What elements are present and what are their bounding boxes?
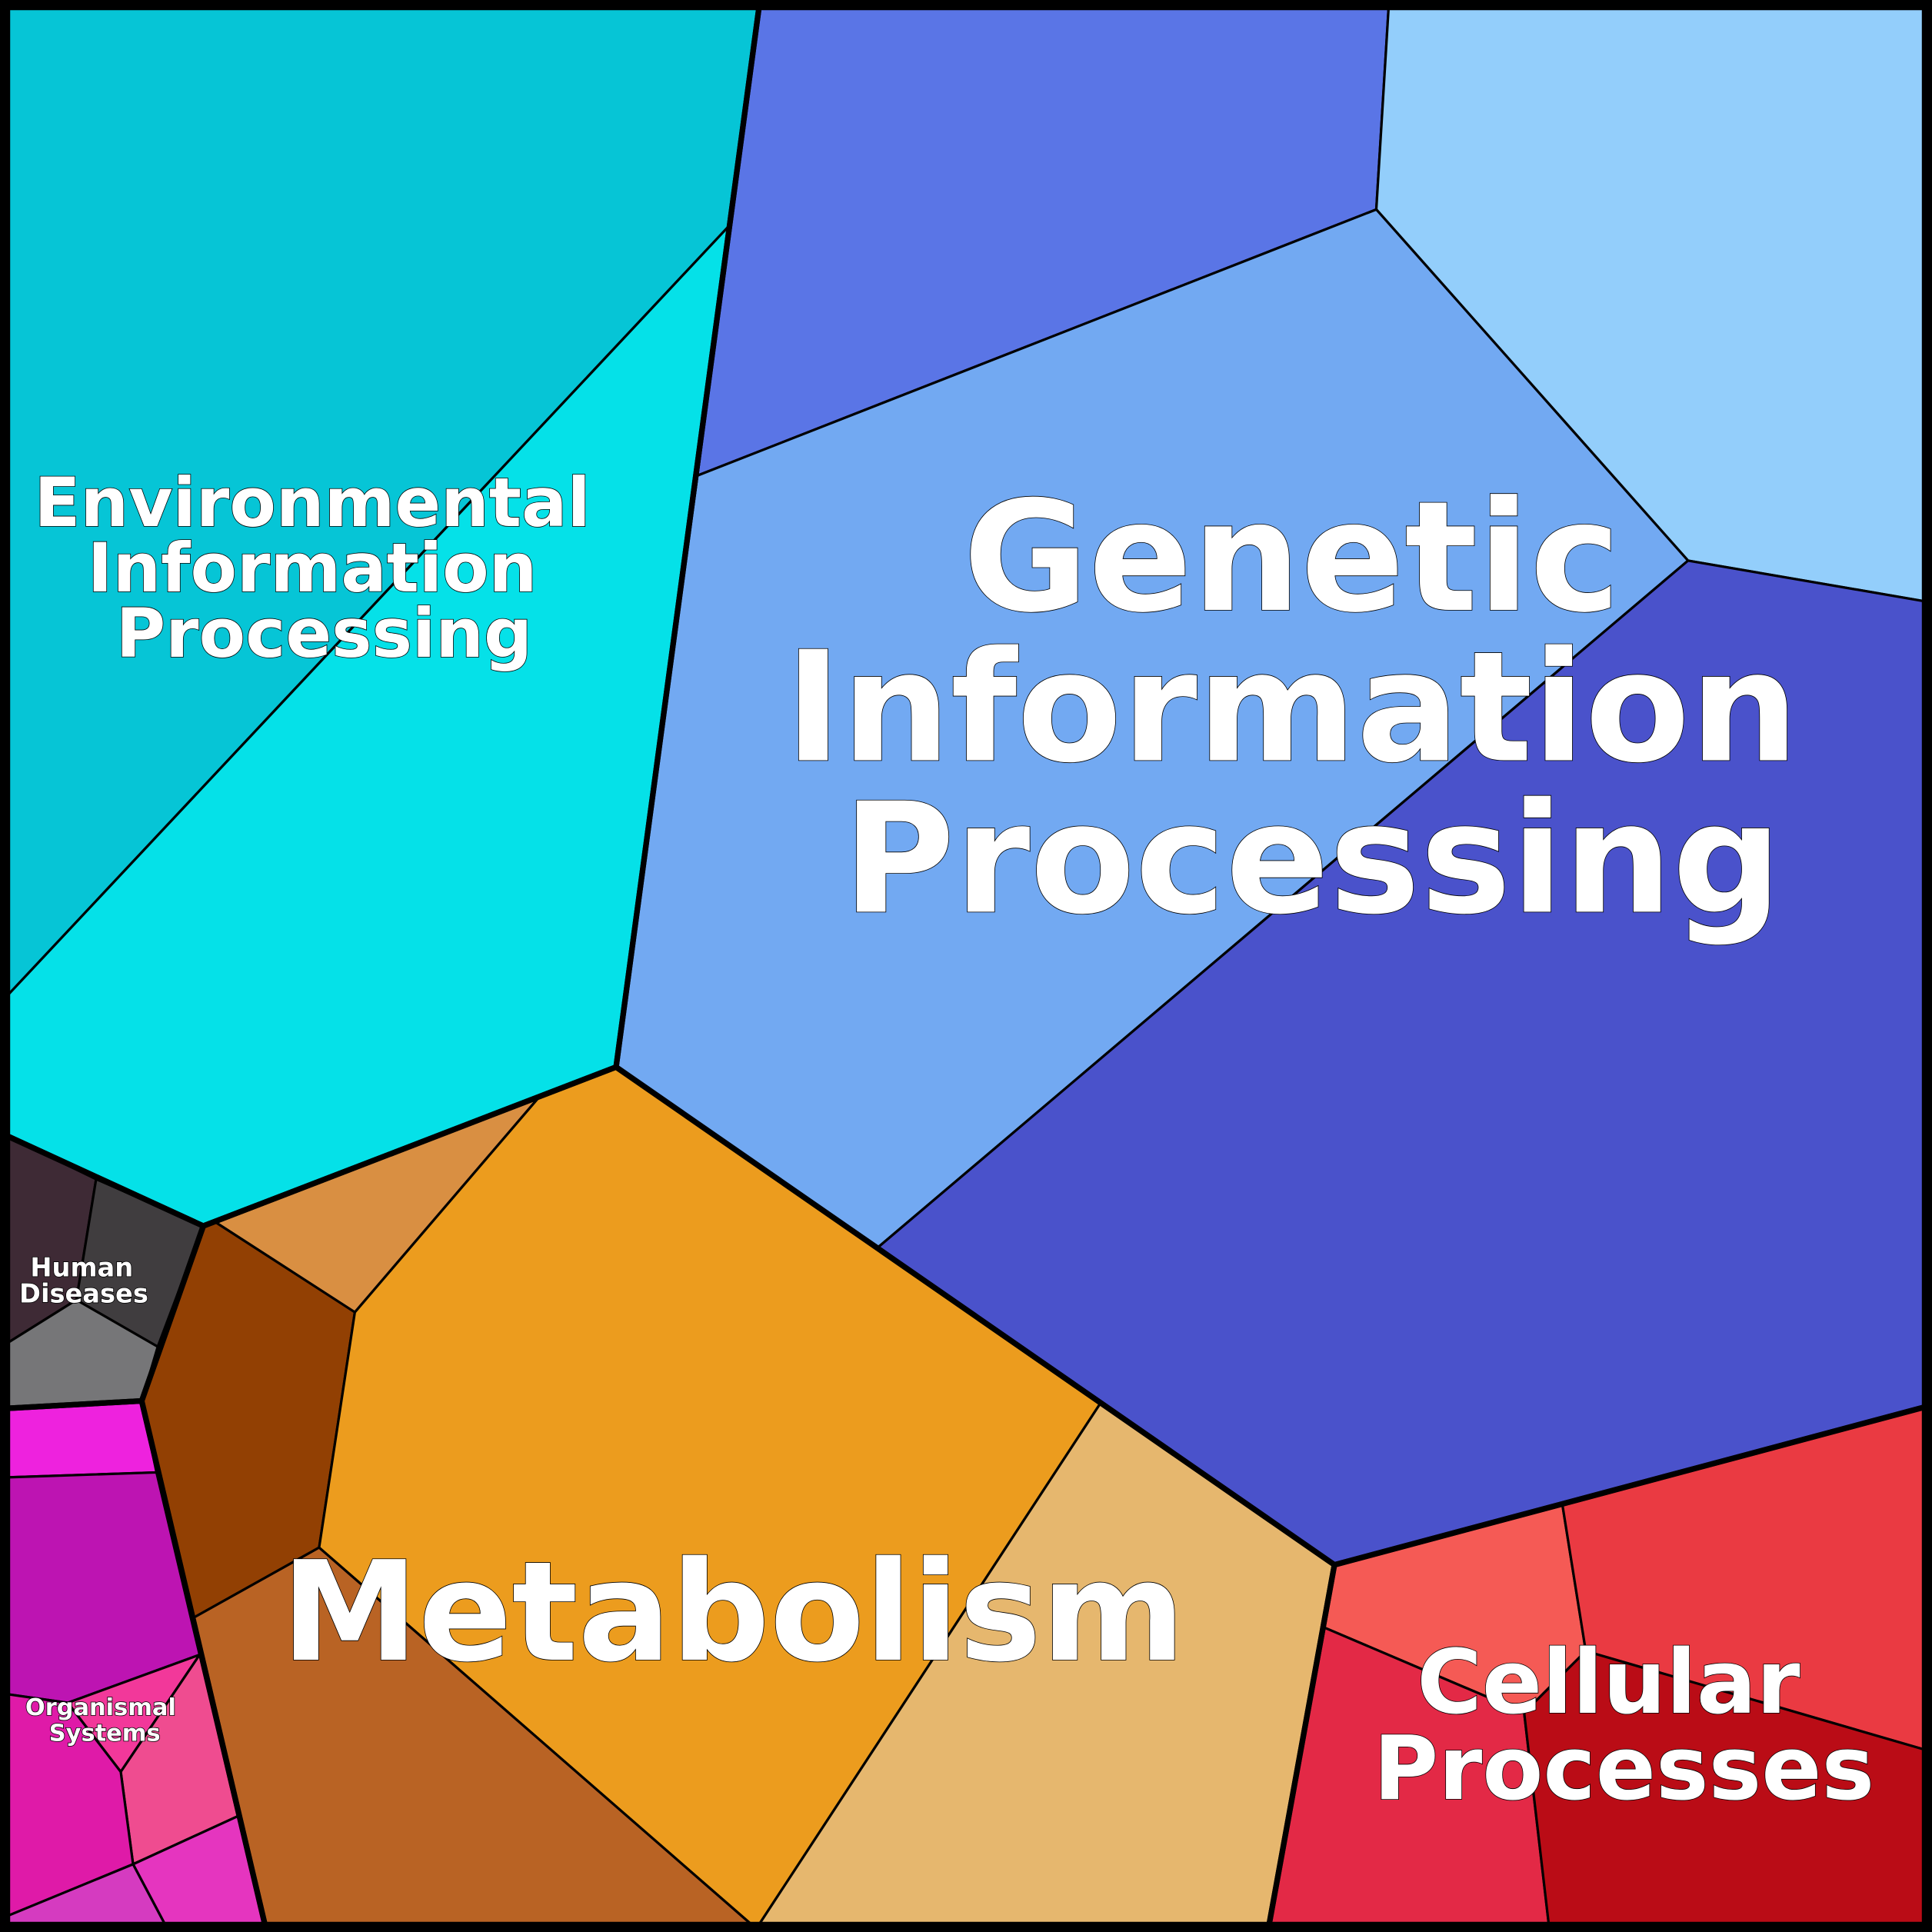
label-cellular: Cellular Processes bbox=[1374, 1631, 1874, 1820]
label-genetic: Genetic Information Processing bbox=[785, 468, 1852, 948]
os-cell-0 bbox=[6, 1399, 158, 1479]
label-organismal-systems: Organismal Systems bbox=[25, 1694, 185, 1747]
label-metabolism: Metabolism bbox=[281, 1532, 1184, 1693]
label-human-diseases: Human Diseases bbox=[19, 1253, 148, 1309]
label-environmental: Environmental Information Processing bbox=[34, 463, 614, 673]
